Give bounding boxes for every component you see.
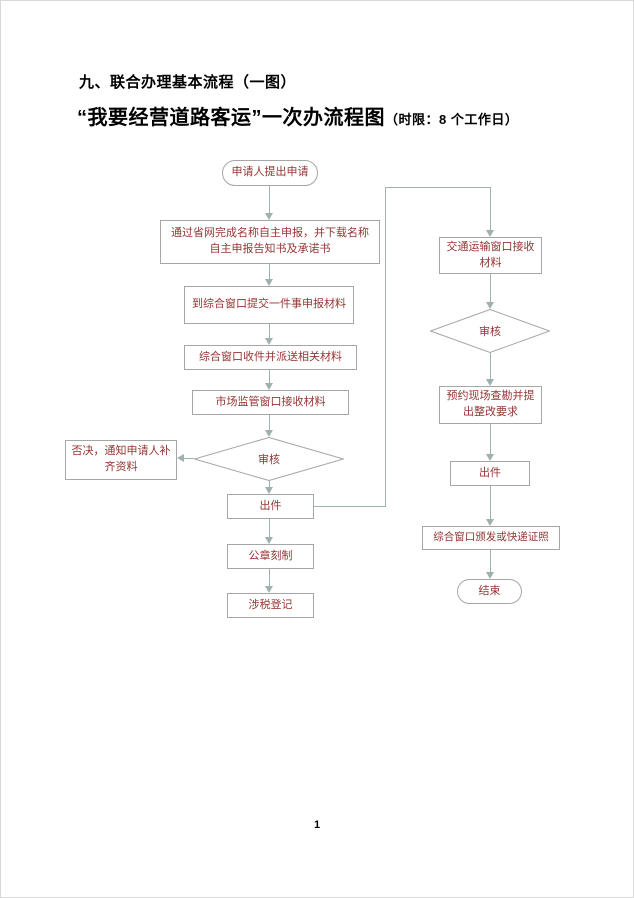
arrowhead-down [265,213,273,220]
connector-line [385,187,386,507]
flow-step-market-supervision-receive: 市场监管窗口接收材料 [192,390,349,415]
flow-step-transport-window-receive: 交通运输窗口接收材料 [439,237,542,274]
arrowhead-down [486,572,494,579]
diamond-shape [430,309,550,353]
arrowhead-left [177,454,184,462]
connector-line [269,481,270,487]
flowchart-title: “我要经营道路客运”一次办流程图（时限：8 个工作日） [77,101,518,130]
arrowhead-down [265,586,273,593]
arrowhead-down [486,230,494,237]
connector-line [269,569,270,586]
flow-step-tax-registration: 涉税登记 [227,593,314,618]
flow-step-license-delivery: 综合窗口颁发或快递证照 [422,526,560,550]
connector-line [269,264,270,279]
flow-step-issue-left: 出件 [227,494,314,519]
flow-step-reject-notice: 否决，通知申请人补齐资料 [65,440,177,480]
flow-start: 申请人提出申请 [222,160,318,186]
connector-line [269,415,270,430]
flow-step-site-survey: 预约现场查勘并提出整改要求 [439,386,542,424]
connector-line [490,274,491,302]
arrowhead-down [486,379,494,386]
connector-line [490,486,491,519]
connector-line [269,519,270,537]
connector-line [184,458,194,459]
arrowhead-down [265,537,273,544]
connector-line [269,186,270,213]
flow-step-seal-engraving: 公章刻制 [227,544,314,569]
section-heading: 九、联合办理基本流程（一图） [79,74,297,91]
arrowhead-down [486,454,494,461]
connector-line [490,424,491,454]
flow-end: 结束 [457,579,522,604]
connector-line [269,324,270,338]
arrowhead-down [265,338,273,345]
flow-step-comprehensive-window-dispatch: 综合窗口收件并派送相关材料 [184,345,357,370]
decision-label: 审核 [258,454,280,466]
connector-line [314,506,385,507]
arrowhead-down [486,302,494,309]
arrowhead-down [265,487,273,494]
flow-step-online-name-declare: 通过省网完成名称自主申报，并下载名称自主申报告知书及承诺书 [160,220,380,264]
decision-label: 审核 [479,326,501,338]
connector-line [490,187,491,230]
flowchart-title-time-limit: （时限：8 个工作日） [385,112,519,127]
arrowhead-down [265,279,273,286]
page-number: 1 [313,819,321,831]
arrowhead-down [486,519,494,526]
connector-line [269,370,270,383]
connector-line [490,550,491,572]
connector-line [490,353,491,379]
flow-decision-review-left: 审核 [194,437,344,481]
arrowhead-down [265,383,273,390]
connector-line [385,187,490,188]
flow-step-submit-one-matter-materials: 到综合窗口提交一件事申报材料 [184,286,354,324]
flow-step-issue-right: 出件 [450,461,530,486]
diamond-shape [194,437,344,481]
flowchart-title-main: “我要经营道路客运”一次办流程图 [77,107,385,129]
flow-decision-review-right: 审核 [430,309,550,353]
arrowhead-down [265,430,273,437]
